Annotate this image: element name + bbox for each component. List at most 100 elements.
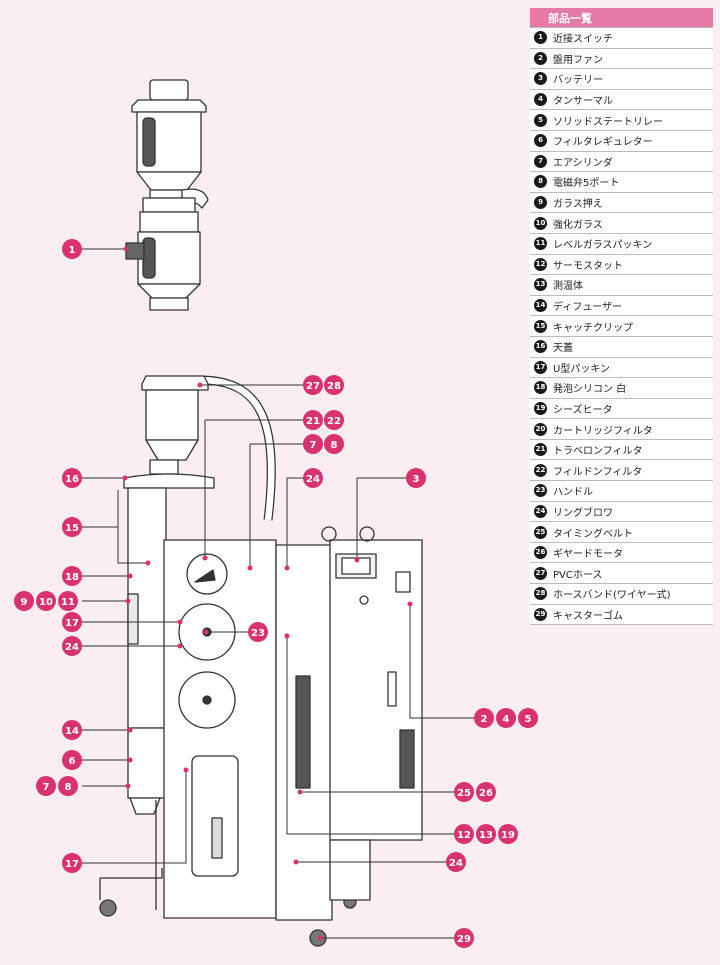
part-number-badge: 18: [534, 381, 547, 395]
part-number-badge: 28: [534, 587, 547, 601]
svg-text:8: 8: [331, 440, 338, 451]
part-number-badge: 4: [534, 93, 547, 107]
part-number-badge: 2: [534, 51, 547, 65]
part-name: 測温体: [553, 281, 583, 293]
callout-21: 21: [303, 410, 323, 430]
svg-text:8: 8: [65, 782, 72, 793]
svg-text:15: 15: [65, 523, 79, 534]
part-number-badge: 29: [534, 607, 547, 621]
callout-29: 29: [454, 928, 474, 948]
part-number-badge: 5: [534, 113, 547, 127]
svg-text:21: 21: [306, 416, 320, 427]
parts-cell: 24 リングブロワ: [530, 501, 713, 523]
callout-22: 22: [324, 410, 344, 430]
callout-13: 13: [476, 824, 496, 844]
part-number-badge: 15: [534, 319, 547, 333]
callout-25: 25: [454, 782, 474, 802]
part-name: サーモスタット: [553, 260, 623, 272]
hopper-assembly-top: [125, 79, 209, 311]
part-name: タイミングベルト: [553, 528, 633, 540]
parts-row: 18 発泡シリコン 白: [530, 377, 713, 399]
leader-dots: [122, 246, 413, 941]
callout-1: 1: [62, 239, 82, 259]
callout-8: 8: [324, 434, 344, 454]
part-number-badge: 23: [534, 484, 547, 498]
svg-text:24: 24: [449, 858, 463, 869]
part-name: 電磁弁5ポート: [553, 178, 620, 190]
svg-text:29: 29: [457, 934, 471, 945]
part-number-badge: 7: [534, 154, 547, 168]
parts-row: 7 エアシリンダ: [530, 151, 713, 173]
svg-text:4: 4: [503, 714, 510, 725]
callout-26: 26: [476, 782, 496, 802]
svg-text:23: 23: [251, 628, 265, 639]
svg-text:13: 13: [479, 830, 493, 841]
callout-3: 3: [406, 468, 426, 488]
part-number-badge: 26: [534, 546, 547, 560]
callout-17: 17: [62, 853, 82, 873]
callout-24: 24: [303, 468, 323, 488]
parts-cell: 16 天蓋: [530, 336, 713, 358]
parts-cell: 18 発泡シリコン 白: [530, 377, 713, 399]
part-number-badge: 24: [534, 504, 547, 518]
svg-text:16: 16: [65, 474, 79, 485]
part-name: 強化ガラス: [553, 219, 603, 231]
callout-2: 2: [474, 708, 494, 728]
callout-10: 10: [36, 591, 56, 611]
part-number-badge: 20: [534, 422, 547, 436]
part-number-badge: 6: [534, 134, 547, 148]
svg-text:7: 7: [310, 440, 317, 451]
callout-8: 8: [58, 776, 78, 796]
callout-11: 11: [58, 591, 78, 611]
callout-24: 24: [62, 636, 82, 656]
parts-table-title: 部品一覧: [530, 8, 713, 28]
part-name: 盤用ファン: [553, 54, 603, 66]
part-name: トラベロンフィルタ: [553, 446, 643, 458]
parts-row: 16 天蓋: [530, 336, 713, 358]
part-number-badge: 16: [534, 340, 547, 354]
svg-text:22: 22: [327, 416, 341, 427]
part-name: 発泡シリコン 白: [553, 384, 627, 396]
part-name: エアシリンダ: [553, 157, 613, 169]
callout-4: 4: [496, 708, 516, 728]
callout-7: 7: [36, 776, 56, 796]
part-number-badge: 22: [534, 463, 547, 477]
svg-text:17: 17: [65, 618, 79, 629]
parts-cell: 7 エアシリンダ: [530, 151, 713, 173]
leader-lines: [82, 248, 476, 939]
callout-23: 23: [248, 622, 268, 642]
part-number-badge: 9: [534, 196, 547, 210]
part-name: 天蓋: [553, 343, 573, 355]
part-name: リングブロワ: [553, 507, 613, 519]
svg-text:12: 12: [457, 830, 471, 841]
svg-text:19: 19: [501, 830, 515, 841]
svg-text:14: 14: [65, 726, 79, 737]
callout-16: 16: [62, 468, 82, 488]
